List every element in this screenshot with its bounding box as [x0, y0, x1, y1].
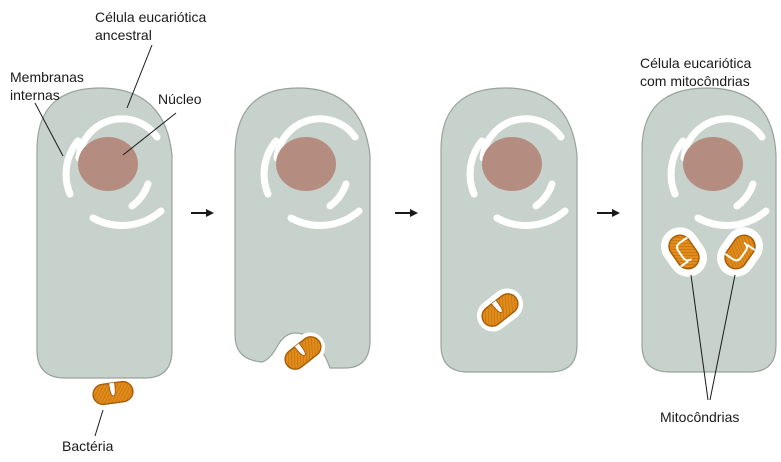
engulfing-cell	[235, 88, 370, 368]
nucleus	[482, 137, 542, 191]
nucleus-label: Núcleo	[158, 91, 202, 107]
step-arrow-1	[191, 209, 214, 217]
final-cell	[642, 88, 776, 372]
ancestral-cell	[37, 88, 172, 378]
ancestral-cell-label-line1: Célula eucariótica	[95, 9, 206, 25]
membranes-label-line1: Membranas	[10, 69, 84, 85]
final-cell-label-line1: Célula eucariótica	[640, 55, 751, 71]
bacterium-icon	[92, 380, 134, 405]
final-cell-label-line2: com mitocôndrias	[640, 73, 750, 89]
nucleus	[78, 137, 138, 191]
engulfed-cell	[441, 88, 577, 372]
mitochondria-label: Mitocôndrias	[660, 409, 739, 425]
membranes-label-line2: internas	[10, 87, 60, 103]
step-arrow-3	[597, 209, 620, 217]
bacterium-label: Bactéria	[62, 438, 114, 454]
step-arrow-2	[395, 209, 418, 217]
nucleus	[683, 137, 743, 191]
ancestral-cell-label-line2: ancestral	[95, 27, 152, 43]
nucleus	[276, 137, 336, 191]
